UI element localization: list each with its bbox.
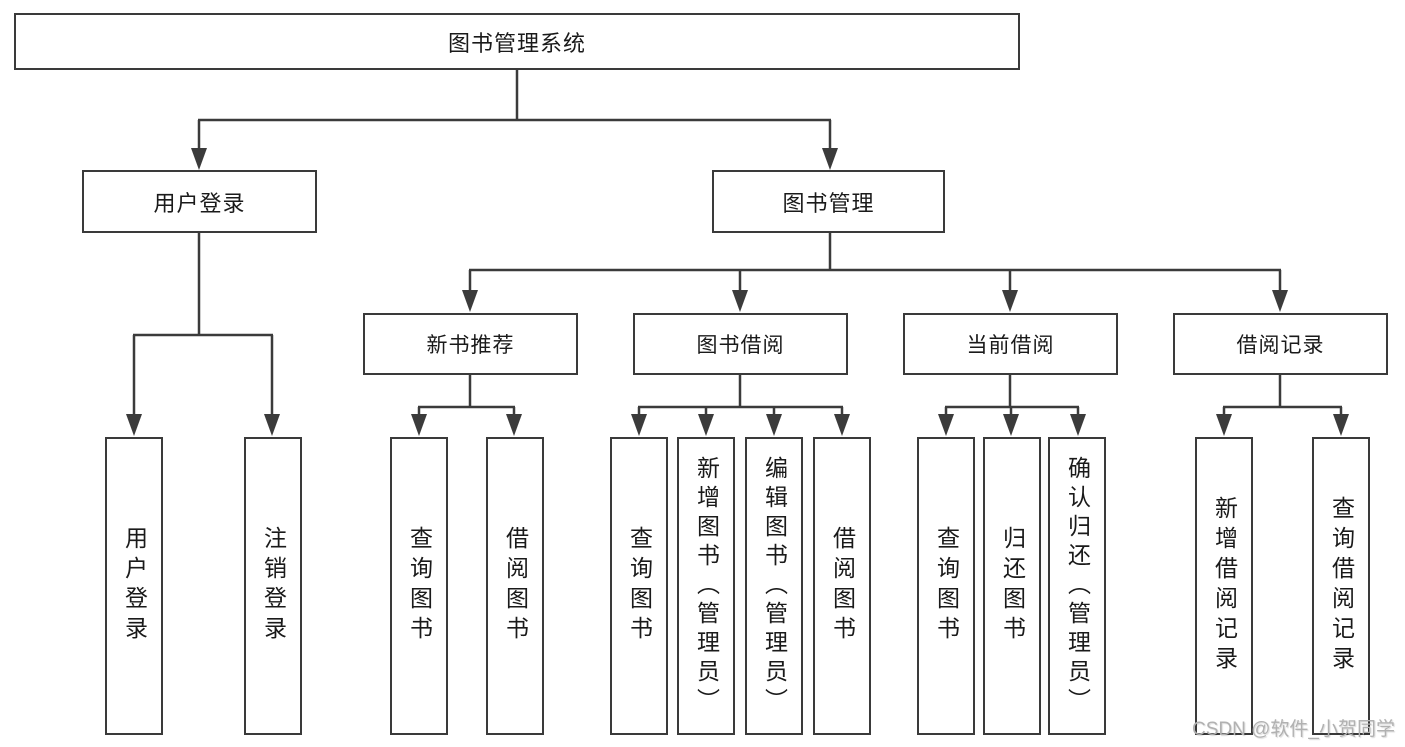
node-leaf-query-books: 查询图书: [390, 437, 448, 735]
node-borrow-records: 借阅记录: [1173, 313, 1388, 375]
node-leaf-user-login: 用户登录: [105, 437, 163, 735]
node-label: 用户登录: [153, 190, 246, 216]
node-leaf-add-books-admin: 新增图书（管理员）: [677, 437, 735, 735]
node-leaf-add-borrow-record: 新增借阅记录: [1195, 437, 1253, 735]
node-label: 图书管理: [782, 190, 875, 216]
node-label: 新增借阅记录: [1211, 496, 1238, 676]
node-root-system: 图书管理系统: [14, 13, 1020, 70]
node-leaf-confirm-return-admin: 确认归还（管理员）: [1048, 437, 1106, 735]
node-label: 新增图书（管理员）: [693, 455, 720, 717]
node-label: 编辑图书（管理员）: [761, 455, 788, 717]
node-leaf-logout: 注销登录: [244, 437, 302, 735]
node-leaf-borrow-books: 借阅图书: [813, 437, 871, 735]
node-book-borrow: 图书借阅: [633, 313, 848, 375]
node-leaf-return-books: 归还图书: [983, 437, 1041, 735]
node-label: 借阅记录: [1236, 334, 1325, 357]
node-user-login: 用户登录: [82, 170, 317, 233]
node-label: 归还图书: [999, 526, 1026, 646]
node-leaf-edit-books-admin: 编辑图书（管理员）: [745, 437, 803, 735]
node-label: 查询借阅记录: [1328, 496, 1355, 676]
node-label: 查询图书: [406, 526, 433, 646]
node-label: 注销登录: [260, 526, 287, 646]
node-leaf-query-borrow-record: 查询借阅记录: [1312, 437, 1370, 735]
node-root-label: 图书管理系统: [447, 30, 586, 56]
node-leaf-borrow-books: 借阅图书: [486, 437, 544, 735]
arrowheads: [126, 148, 1349, 436]
node-label: 当前借阅: [966, 334, 1055, 357]
node-current-borrow: 当前借阅: [903, 313, 1118, 375]
node-leaf-query-books: 查询图书: [917, 437, 975, 735]
node-leaf-query-books: 查询图书: [610, 437, 668, 735]
node-label: 确认归还（管理员）: [1064, 455, 1091, 717]
node-label: 新书推荐: [426, 334, 515, 357]
node-label: 查询图书: [626, 526, 653, 646]
node-book-management: 图书管理: [712, 170, 945, 233]
node-label: 借阅图书: [829, 526, 856, 646]
node-label: 查询图书: [933, 526, 960, 646]
node-label: 借阅图书: [502, 526, 529, 646]
node-label: 图书借阅: [696, 334, 785, 357]
node-new-book-recommend: 新书推荐: [363, 313, 578, 375]
node-label: 用户登录: [121, 526, 148, 646]
